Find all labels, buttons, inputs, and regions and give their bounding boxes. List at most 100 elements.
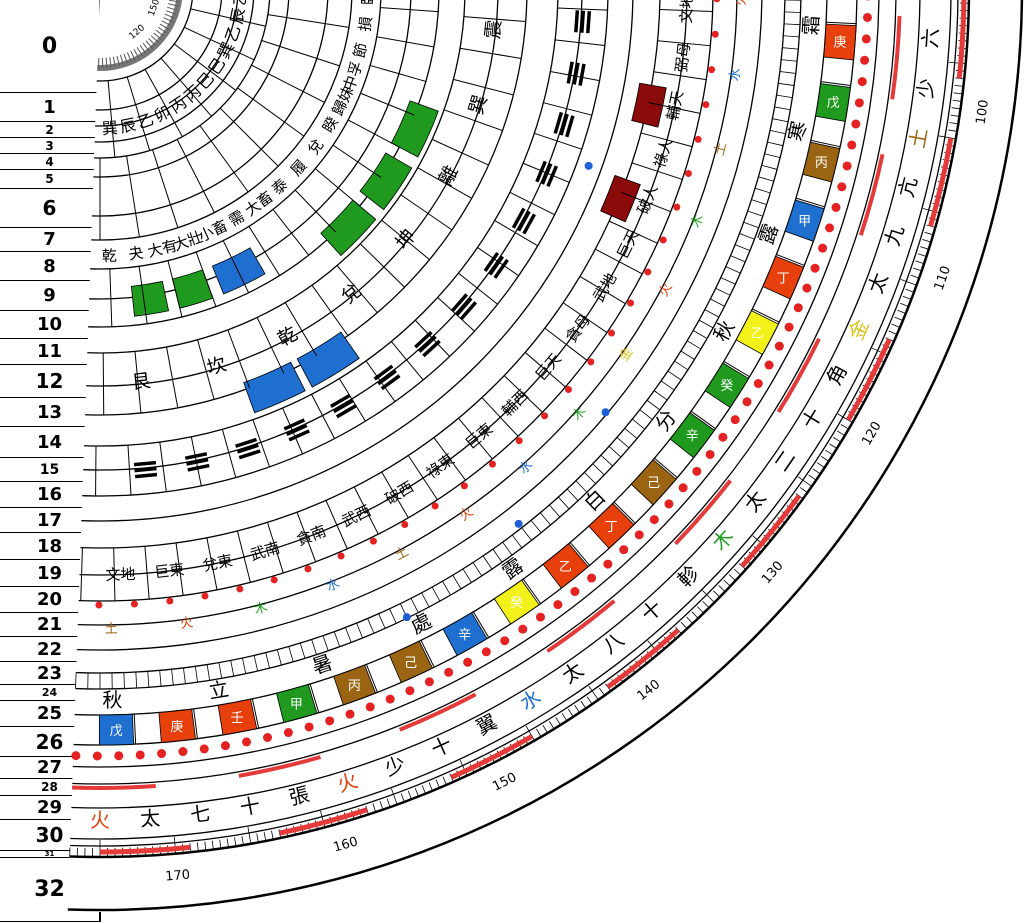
stem-divider bbox=[472, 611, 490, 638]
red-dot bbox=[857, 77, 867, 87]
hexagram-divider bbox=[595, 248, 643, 275]
degree-tick bbox=[950, 114, 960, 117]
inner-divider bbox=[369, 64, 427, 82]
hexagram-name-18: 文地 bbox=[105, 565, 136, 584]
degree-tick bbox=[588, 685, 599, 701]
ring24-tick bbox=[194, 666, 198, 683]
red-dot bbox=[157, 749, 167, 759]
red-dot bbox=[71, 751, 81, 761]
stem-branch-label-17: 戊 bbox=[827, 96, 840, 111]
red-dot bbox=[842, 161, 852, 171]
red-dot bbox=[405, 686, 415, 696]
hexagram-divider bbox=[648, 102, 701, 114]
center-trigram-3: 巽 bbox=[214, 39, 238, 62]
inner-divider bbox=[347, 119, 400, 148]
degree-tick bbox=[219, 839, 222, 849]
center-dial-tick bbox=[167, 6, 178, 11]
ring24-tick bbox=[159, 670, 162, 687]
red-dot-inner bbox=[337, 552, 345, 560]
degree-tick bbox=[920, 246, 929, 250]
degree-tick bbox=[825, 449, 834, 456]
inner-color-cell-6 bbox=[359, 152, 413, 211]
inner-divider bbox=[294, 189, 336, 233]
stem-branch-cell-8 bbox=[542, 543, 589, 589]
red-dot bbox=[603, 559, 613, 569]
ring-boundary-6 bbox=[72, 0, 880, 768]
stem-branch-label-3: 甲 bbox=[290, 698, 303, 713]
hexagram-divider bbox=[144, 546, 150, 600]
red-dot bbox=[718, 432, 728, 442]
hexagram-divider bbox=[481, 397, 519, 437]
red-dot-inner bbox=[431, 502, 439, 510]
degree-tick bbox=[894, 316, 904, 321]
center-dial-tick bbox=[105, 57, 108, 68]
red-band-0 bbox=[956, 0, 967, 79]
palace-divider bbox=[453, 78, 514, 96]
center-divider bbox=[144, 69, 183, 137]
red-dot bbox=[742, 397, 752, 407]
ring24-tick bbox=[698, 319, 714, 329]
hexagram-divider bbox=[175, 542, 184, 596]
stem-divider bbox=[613, 501, 636, 524]
degree-tick bbox=[938, 135, 956, 140]
red-dot-inner bbox=[515, 437, 523, 445]
hexagram-divider bbox=[381, 471, 409, 519]
ring24-tick bbox=[704, 309, 720, 318]
inner-color-cell-9 bbox=[600, 174, 641, 223]
ring24-tick bbox=[333, 631, 341, 647]
red-dot bbox=[365, 702, 375, 712]
degree-scale-label-7: 170 bbox=[165, 868, 191, 885]
palace-divider bbox=[102, 352, 105, 415]
ring24-tick bbox=[206, 664, 211, 681]
degree-tick bbox=[234, 837, 237, 847]
ring24-tick bbox=[530, 520, 542, 534]
ring24-tick bbox=[242, 657, 247, 674]
stem-divider bbox=[654, 457, 678, 479]
stem-branch-cell-9 bbox=[588, 502, 635, 549]
ring24-tick bbox=[299, 642, 306, 659]
ring-index-16: 16 bbox=[0, 482, 99, 508]
ring24-tick bbox=[784, 11, 801, 13]
red-dot bbox=[114, 751, 124, 761]
stem-divider bbox=[522, 578, 542, 604]
ring24-tick bbox=[502, 541, 513, 556]
hexagram-name-17: 巨東 bbox=[153, 560, 185, 581]
palace-divider bbox=[400, 194, 453, 231]
element-tag-2: 土 bbox=[712, 141, 730, 157]
red-dot-inner bbox=[627, 299, 635, 307]
degree-tick bbox=[917, 253, 927, 257]
trigram-symbol-7 bbox=[414, 330, 441, 358]
center-dial-tick bbox=[164, 13, 175, 19]
center-divider bbox=[190, 8, 266, 27]
degree-tick bbox=[948, 129, 958, 132]
core-divider bbox=[267, 14, 349, 28]
trigram-divider bbox=[509, 191, 555, 216]
palace-divider bbox=[459, 47, 522, 59]
stem-branch-label-14: 丁 bbox=[777, 271, 790, 286]
ring24-tick bbox=[639, 409, 653, 420]
outer-number-char-26: 火 bbox=[90, 808, 110, 832]
palace-divider bbox=[256, 317, 285, 374]
ring24-tick bbox=[776, 94, 793, 99]
red-dot-inner bbox=[713, 0, 721, 3]
ring-index-6: 6 bbox=[0, 189, 99, 228]
degree-tick bbox=[816, 462, 825, 468]
ring24-tick bbox=[367, 618, 375, 634]
ring24-tick bbox=[230, 660, 235, 677]
red-dot-inner bbox=[541, 412, 549, 420]
ring24-tick bbox=[646, 399, 661, 411]
degree-tick bbox=[702, 601, 710, 609]
red-dot-inner bbox=[166, 597, 174, 605]
palace-divider bbox=[359, 243, 405, 288]
hexagram-divider bbox=[631, 162, 683, 180]
element-tag-4: 火 bbox=[656, 281, 675, 300]
inner-divider bbox=[314, 168, 361, 207]
red-dot bbox=[865, 0, 871, 1]
trigram-symbol-11 bbox=[235, 437, 261, 460]
center-trigram-1: 辰 bbox=[227, 6, 249, 25]
degree-tick bbox=[555, 717, 561, 726]
stem-divider bbox=[826, 21, 857, 25]
ring24-tick bbox=[730, 255, 746, 263]
red-dot bbox=[325, 716, 335, 726]
red-band-4 bbox=[606, 628, 680, 690]
